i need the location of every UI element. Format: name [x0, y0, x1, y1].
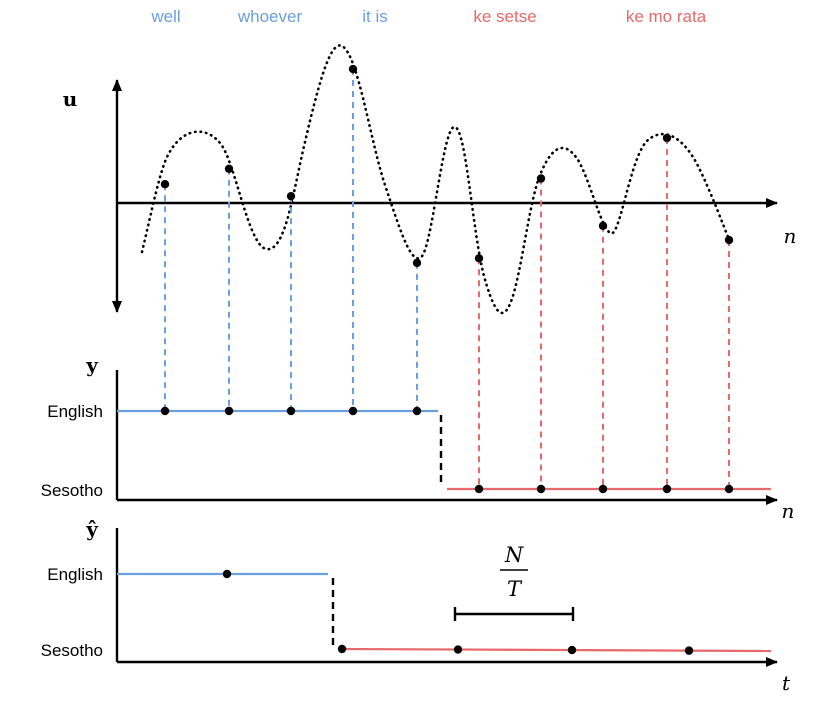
y-label-point [662, 484, 672, 494]
word-ke-setse: ke setse [473, 7, 536, 26]
y-english-label: English [47, 402, 103, 421]
y-label-point [474, 484, 484, 494]
window-size-bracket: N T [453, 543, 575, 621]
y-hat-panel: ŷ English Sesotho t N T [41, 517, 791, 695]
y-label-point [412, 406, 422, 416]
signal-sample-point [536, 174, 546, 183]
y-label-point [348, 406, 358, 416]
signal-sample-point [662, 133, 672, 143]
t-axis-label: t [782, 671, 791, 695]
y-hat-axis-label: ŷ [85, 517, 99, 541]
n-axis-label-mid: n [782, 499, 795, 523]
y-hat-english-label: English [47, 565, 103, 584]
y-label-point [598, 484, 608, 494]
word-it-is: it is [362, 7, 388, 26]
y-points [160, 406, 734, 494]
signal-sample-point [474, 254, 484, 263]
signal-sample-point [224, 164, 234, 173]
y-hat-label-point [337, 644, 347, 654]
signal-sample-point [348, 64, 358, 74]
y-hat-label-point [453, 645, 463, 654]
y-label-point [160, 406, 170, 416]
signal-panel: u n [63, 44, 797, 489]
y-label-point [724, 484, 734, 494]
y-sesotho-label: Sesotho [41, 481, 103, 500]
y-panel: y English Sesotho n [41, 353, 795, 523]
u-axis-label: u [63, 87, 78, 111]
y-step-lines [117, 409, 771, 491]
y-hat-label-point [222, 569, 232, 579]
signal-curve [140, 44, 732, 315]
signal-sample-point [286, 191, 296, 201]
signal-samples [160, 64, 734, 489]
fraction-denominator: T [507, 577, 523, 601]
y-label-point [286, 406, 296, 416]
y-hat-sesotho-segment [339, 647, 772, 653]
signal-sample-point [598, 221, 608, 230]
word-whoever: whoever [237, 7, 303, 26]
y-hat-step-lines [117, 572, 772, 653]
y-hat-points [222, 569, 694, 655]
y-label-point [224, 406, 234, 416]
signal-sample-point [724, 235, 734, 245]
y-label-point [536, 484, 546, 494]
word-ke-mo-rata: ke mo rata [626, 7, 707, 26]
fraction-numerator: N [504, 543, 524, 567]
y-hat-sesotho-label: Sesotho [41, 641, 103, 660]
y-axis-label: y [85, 353, 99, 377]
signal-sample-point [160, 179, 170, 189]
n-axis-label-top: n [784, 224, 797, 248]
signal-sample-point [412, 258, 422, 268]
y-hat-label-point [567, 645, 577, 655]
y-hat-label-point [684, 646, 694, 655]
word-well: well [150, 7, 180, 26]
